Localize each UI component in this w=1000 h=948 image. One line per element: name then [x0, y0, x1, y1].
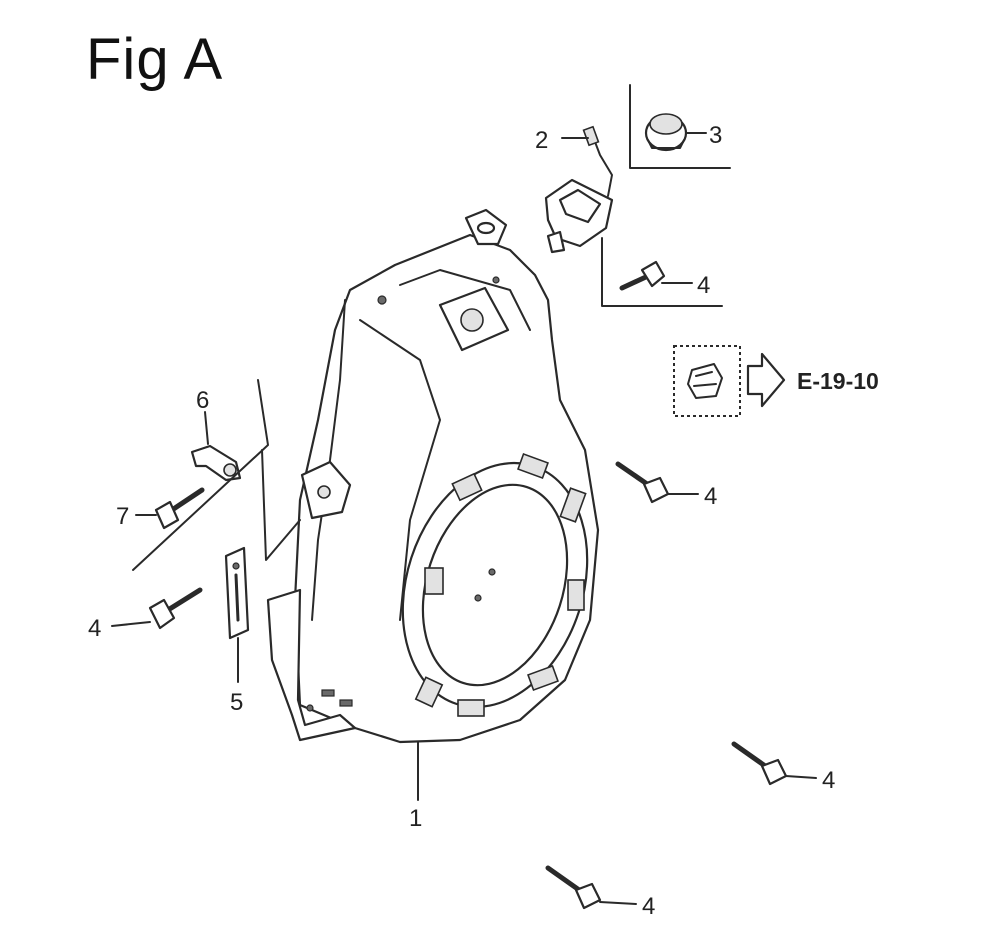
plate-5-part [224, 546, 250, 640]
reference-box [673, 345, 741, 417]
callout-4: 4 [704, 483, 717, 510]
group-bracket [132, 379, 269, 571]
callout-5: 5 [230, 689, 243, 716]
boss-hole [460, 308, 484, 332]
callout-4: 4 [822, 767, 835, 794]
arrow-right-icon [746, 352, 786, 408]
callout-3: 3 [709, 122, 722, 149]
rivet [488, 568, 496, 576]
switch-bottom-lug [546, 230, 566, 254]
bolt-part [731, 741, 788, 786]
fan-cover-ridge [311, 299, 346, 621]
fan-cover-inner-ridge [359, 269, 531, 621]
reference-code[interactable]: E-19-10 [797, 368, 879, 394]
rivet [492, 276, 500, 284]
group-bracket [629, 84, 731, 169]
fan-cover-ring-inner [421, 483, 569, 687]
figure-title: Fig A [86, 27, 224, 92]
side-tab-hole [317, 485, 331, 499]
bolt-part [148, 587, 203, 630]
callout-7: 7 [116, 503, 129, 530]
switch-wire [591, 133, 613, 197]
switch-part [544, 125, 614, 254]
flange-slot [321, 689, 335, 697]
bolt-part [615, 461, 670, 504]
callout-4: 4 [88, 615, 101, 642]
bolt-part [545, 865, 602, 910]
bolt-part [619, 260, 666, 291]
leader-lines [111, 132, 817, 905]
flange-slot [339, 699, 353, 707]
ring-lugs [414, 453, 587, 717]
group-bracket [261, 449, 301, 561]
callout-1: 1 [409, 805, 422, 832]
callout-4: 4 [697, 272, 710, 299]
rivet [474, 594, 482, 602]
top-tab-hole [476, 221, 496, 235]
callout-4: 4 [642, 893, 655, 920]
rivet [377, 295, 387, 305]
callout-6: 6 [196, 387, 209, 414]
fan-cover-part [266, 208, 600, 744]
callout-2: 2 [535, 127, 548, 154]
fan-cover-flange [266, 588, 357, 742]
rivet [306, 704, 314, 712]
clip-6-part [190, 444, 242, 482]
cap-part [644, 113, 688, 152]
bolt-7-part [154, 487, 205, 530]
switch-face [558, 188, 602, 224]
group-bracket [601, 237, 723, 307]
switch-wire-terminal [582, 125, 600, 147]
